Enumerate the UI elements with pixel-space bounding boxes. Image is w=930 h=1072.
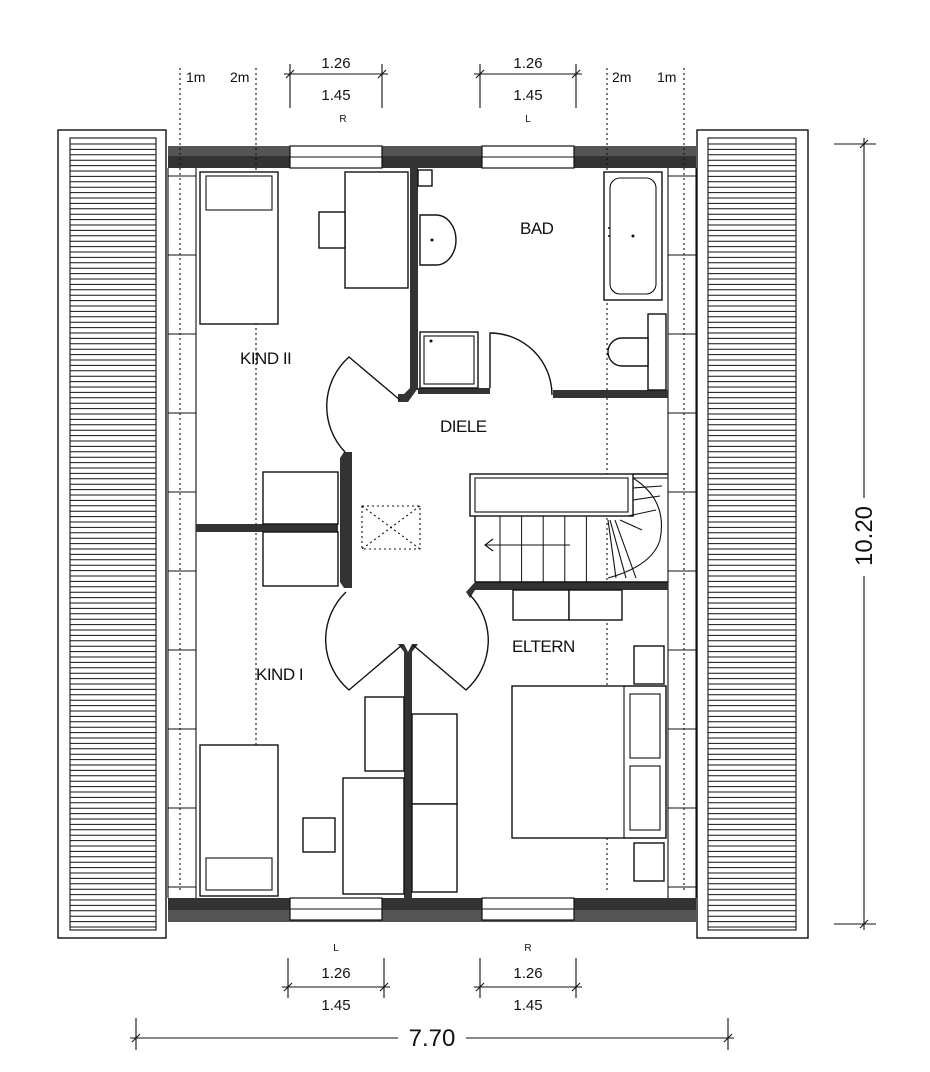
bottom-win2-upper-dim: 1.26: [513, 965, 542, 982]
top-dimensions: 1m 2m 2m 1m 1.26 1.45 R 1.26 1.45 L: [186, 55, 676, 125]
staircase: [469, 473, 668, 583]
bottom-dimensions: L 1.26 1.45 R 1.26 1.45: [282, 943, 582, 1014]
height-label-left-1m: 1m: [186, 69, 205, 85]
bottom-win1-upper-dim: 1.26: [321, 965, 350, 982]
knee-wall-right: [667, 168, 697, 898]
top-win1-hand: R: [339, 114, 346, 125]
bottom-win2-lower-dim: 1.45: [513, 997, 542, 1014]
room-label-kind1: KIND I: [256, 665, 303, 684]
kind2-furniture: [199, 171, 409, 525]
bottom-win2-hand: R: [524, 943, 531, 954]
roof-panel-right: [696, 129, 809, 939]
top-win1-lower-dim: 1.45: [321, 87, 350, 104]
height-label-left-2m: 2m: [230, 69, 249, 85]
top-win1-upper-dim: 1.26: [321, 55, 350, 72]
attic-hatch: [361, 505, 421, 550]
bathroom-fixtures: [417, 169, 667, 391]
top-win2-hand: L: [525, 114, 531, 125]
top-win2-upper-dim: 1.26: [513, 55, 542, 72]
overall-width-label: 7.70: [409, 1025, 456, 1052]
kind1-furniture: [199, 531, 405, 897]
height-label-right-1m: 1m: [657, 69, 676, 85]
eltern-furniture: [411, 589, 667, 893]
room-label-kind2: KIND II: [240, 349, 291, 368]
room-label-bad: BAD: [520, 219, 554, 238]
outer-walls: [168, 145, 696, 922]
knee-wall-left: [167, 168, 197, 898]
top-win2-lower-dim: 1.45: [513, 87, 542, 104]
room-label-eltern: ELTERN: [512, 637, 575, 656]
door-swings: [324, 332, 553, 691]
overall-depth-dimension: 10.20: [834, 138, 878, 930]
bottom-win1-hand: L: [333, 943, 339, 954]
overall-depth-label: 10.20: [851, 506, 878, 566]
overall-width-dimension: 7.70: [130, 1018, 734, 1052]
height-label-right-2m: 2m: [612, 69, 631, 85]
room-label-diele: DIELE: [440, 417, 487, 436]
interior-walls: [196, 168, 668, 898]
bottom-win1-lower-dim: 1.45: [321, 997, 350, 1014]
roof-panel-left: [57, 129, 167, 939]
